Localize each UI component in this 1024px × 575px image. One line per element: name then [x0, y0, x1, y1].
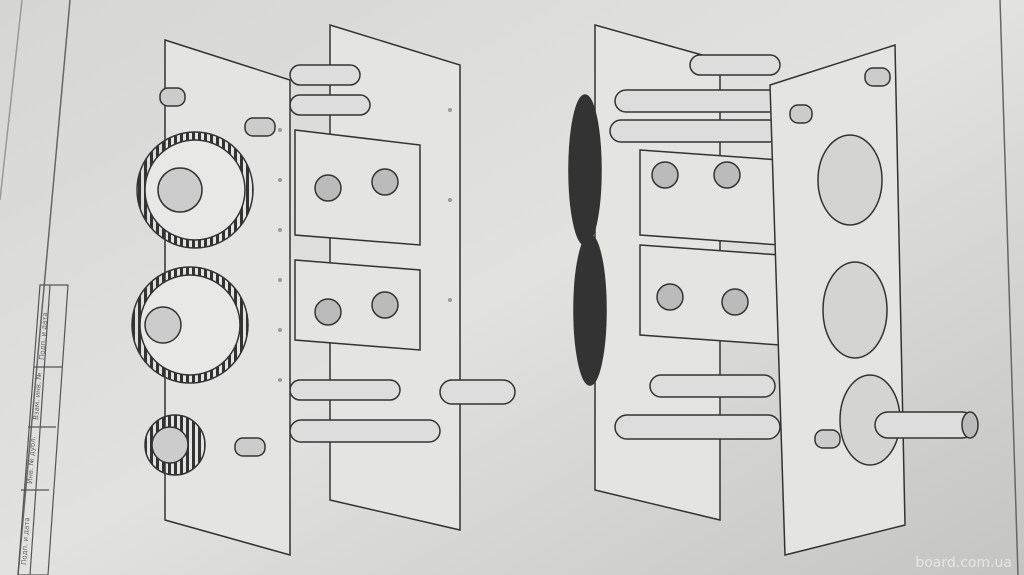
rods	[289, 64, 516, 443]
title-block-labels: Подп. и дата Взам. инв. № Инв. № дубл. П…	[20, 312, 49, 565]
gear-train	[131, 131, 254, 476]
bearing-housings	[817, 134, 901, 466]
roller-bosses	[651, 161, 749, 316]
title-block	[17, 284, 69, 575]
right-isometric-view	[568, 24, 979, 556]
spacer-bolts	[159, 87, 276, 457]
spacer-bolts	[789, 67, 891, 449]
roller-bosses	[314, 168, 399, 326]
lower-roller-block	[294, 259, 421, 351]
gear-hub	[157, 167, 203, 213]
upper-roller-block	[294, 129, 421, 246]
rods	[609, 54, 781, 440]
watermark: board.com.ua	[915, 555, 1012, 571]
stamp-label-4: Подп. и дата	[20, 517, 31, 565]
stamp-label-2: Взам. инв. №	[32, 372, 43, 420]
left-isometric-view	[131, 23, 516, 556]
output-shaft	[439, 379, 516, 405]
plate-holes	[278, 108, 452, 382]
stamp-label-3: Инв. № дубл.	[26, 436, 37, 484]
stamp-label-1: Подп. и дата	[38, 312, 49, 360]
rear-gears	[568, 94, 607, 386]
output-shaft	[874, 411, 976, 439]
